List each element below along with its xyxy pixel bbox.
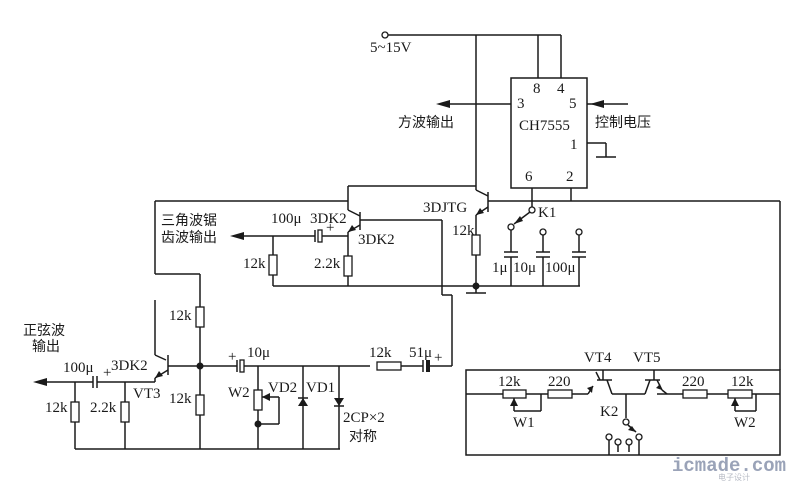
transistor-3djtg-label: 3DJTG: [423, 200, 467, 216]
transistor-vt3: 3DK2 VT3: [111, 300, 200, 402]
potentiometer-label: W2: [734, 415, 756, 431]
diode-label: VD1: [306, 380, 335, 396]
sine-output-label-2: 输出: [32, 339, 60, 355]
control-voltage-input: 控制电压: [587, 100, 651, 131]
resistor-12k: [268, 254, 278, 276]
transistor-3dk2-label: 3DK2: [358, 232, 395, 248]
watermark-subtext: 电子设计: [718, 472, 750, 482]
supply-rail: 5~15V: [370, 31, 562, 186]
resistor-label: 2.2k: [90, 400, 117, 416]
resistor-220: [547, 389, 573, 399]
resistor-12k: [70, 401, 80, 423]
pin-6-label: 6: [525, 169, 533, 185]
transistor-3dk2-upper: 3DK2 3DK2: [310, 201, 443, 295]
diode-note: 2CP×2: [343, 410, 385, 426]
potentiometer-w2-left[interactable]: W2: [228, 366, 280, 449]
capacitor-label: 100μ: [545, 260, 576, 276]
resistor-label: 220: [548, 374, 571, 390]
pin-1-label: 1: [570, 137, 578, 153]
pin-2-label: 2: [566, 169, 574, 185]
control-voltage-label: 控制电压: [595, 115, 651, 131]
pin-8-label: 8: [533, 81, 541, 97]
pin1-ground: [587, 142, 616, 158]
resistor-12k: [195, 394, 205, 416]
transistor-vt4-label: VT4: [584, 350, 612, 366]
switch-k1-label: K1: [538, 205, 556, 221]
potentiometer-label: W2: [228, 385, 250, 401]
pin-4-label: 4: [557, 81, 565, 97]
resistor-label: 12k: [369, 345, 392, 361]
resistor-2.2k: [120, 401, 130, 423]
resistor-label: 2.2k: [314, 256, 341, 272]
pin-3-label: 3: [517, 96, 525, 112]
watermark-text: icmade.com: [672, 455, 786, 477]
pin-5-label: 5: [569, 96, 577, 112]
capacitor-label: 10μ: [513, 260, 536, 276]
arrow-left-icon: [33, 378, 47, 386]
transistor-vt5-label: VT5: [633, 350, 661, 366]
capacitor-51u: [426, 360, 430, 372]
capacitor-label: 51μ: [409, 345, 432, 361]
transistor-3dk2-label: 3DK2: [111, 358, 148, 374]
diode-note: 对称: [349, 429, 377, 445]
diode-vd1: VD1 2CP×2 对称: [306, 366, 385, 449]
resistor-label: 12k: [731, 374, 754, 390]
transistor-3dk2-label: 3DK2: [310, 211, 347, 227]
triangle-output-label-1: 三角波锯: [161, 213, 217, 229]
sine-output-label-1: 正弦波: [23, 323, 65, 339]
vt4-vt5-network: 12k W1 220 VT4 VT5 220 12k W2: [465, 350, 781, 456]
arrow-left-icon: [230, 232, 244, 240]
transistor-3djtg: 3DJTG: [423, 186, 780, 216]
sine-output: 100μ + 正弦波 输出: [23, 323, 155, 388]
arrow-left-icon: [436, 100, 450, 108]
potentiometer-w2-right[interactable]: [727, 389, 753, 399]
switch-k1[interactable]: K1: [507, 205, 583, 236]
resistor-label: 12k: [498, 374, 521, 390]
square-wave-output-label: 方波输出: [398, 115, 454, 131]
diode-vd2: VD2: [268, 366, 308, 449]
resistor-label: 12k: [169, 391, 192, 407]
capacitor-100u: [317, 229, 323, 243]
capacitor-10u: [239, 359, 245, 373]
resistor-12k: [195, 306, 205, 328]
resistor-label: 12k: [243, 256, 266, 272]
polarity-plus: +: [103, 365, 111, 381]
triangle-sawtooth-output: 100μ + 三角波锯 齿波输出: [161, 211, 348, 246]
timing-capacitors: 1μ 10μ 100μ: [492, 230, 586, 286]
square-wave-output: 方波输出: [398, 100, 511, 131]
supply-label: 5~15V: [370, 40, 412, 56]
switch-k2-label: K2: [600, 404, 618, 420]
resistor-12k: [471, 234, 481, 256]
resistor-12k: [376, 361, 402, 371]
resistor-label: 220: [682, 374, 705, 390]
polarity-plus: +: [326, 220, 334, 236]
transistor-vt3-label: VT3: [133, 386, 161, 402]
arrow-left-icon: [590, 100, 604, 108]
potentiometer-label: W1: [513, 415, 535, 431]
supply-terminal: [381, 31, 389, 39]
resistor-2.2k: [343, 255, 353, 277]
triangle-output-label-2: 齿波输出: [161, 230, 217, 246]
resistor-label: 12k: [452, 223, 475, 239]
diode-label: VD2: [268, 380, 297, 396]
ic-ch7555: 8 4 3 5 CH7555 1 6 2: [510, 77, 588, 189]
resistor-label: 12k: [169, 308, 192, 324]
resistor-label: 12k: [45, 400, 68, 416]
resistor-220: [682, 389, 708, 399]
polarity-plus: +: [434, 350, 442, 366]
capacitor-label: 1μ: [492, 260, 508, 276]
ic-name: CH7555: [519, 118, 570, 134]
capacitor-label: 10μ: [247, 345, 270, 361]
capacitor-label: 100μ: [271, 211, 302, 227]
capacitor-label: 100μ: [63, 360, 94, 376]
potentiometer-w1[interactable]: [502, 389, 527, 399]
polarity-plus: +: [228, 349, 236, 365]
